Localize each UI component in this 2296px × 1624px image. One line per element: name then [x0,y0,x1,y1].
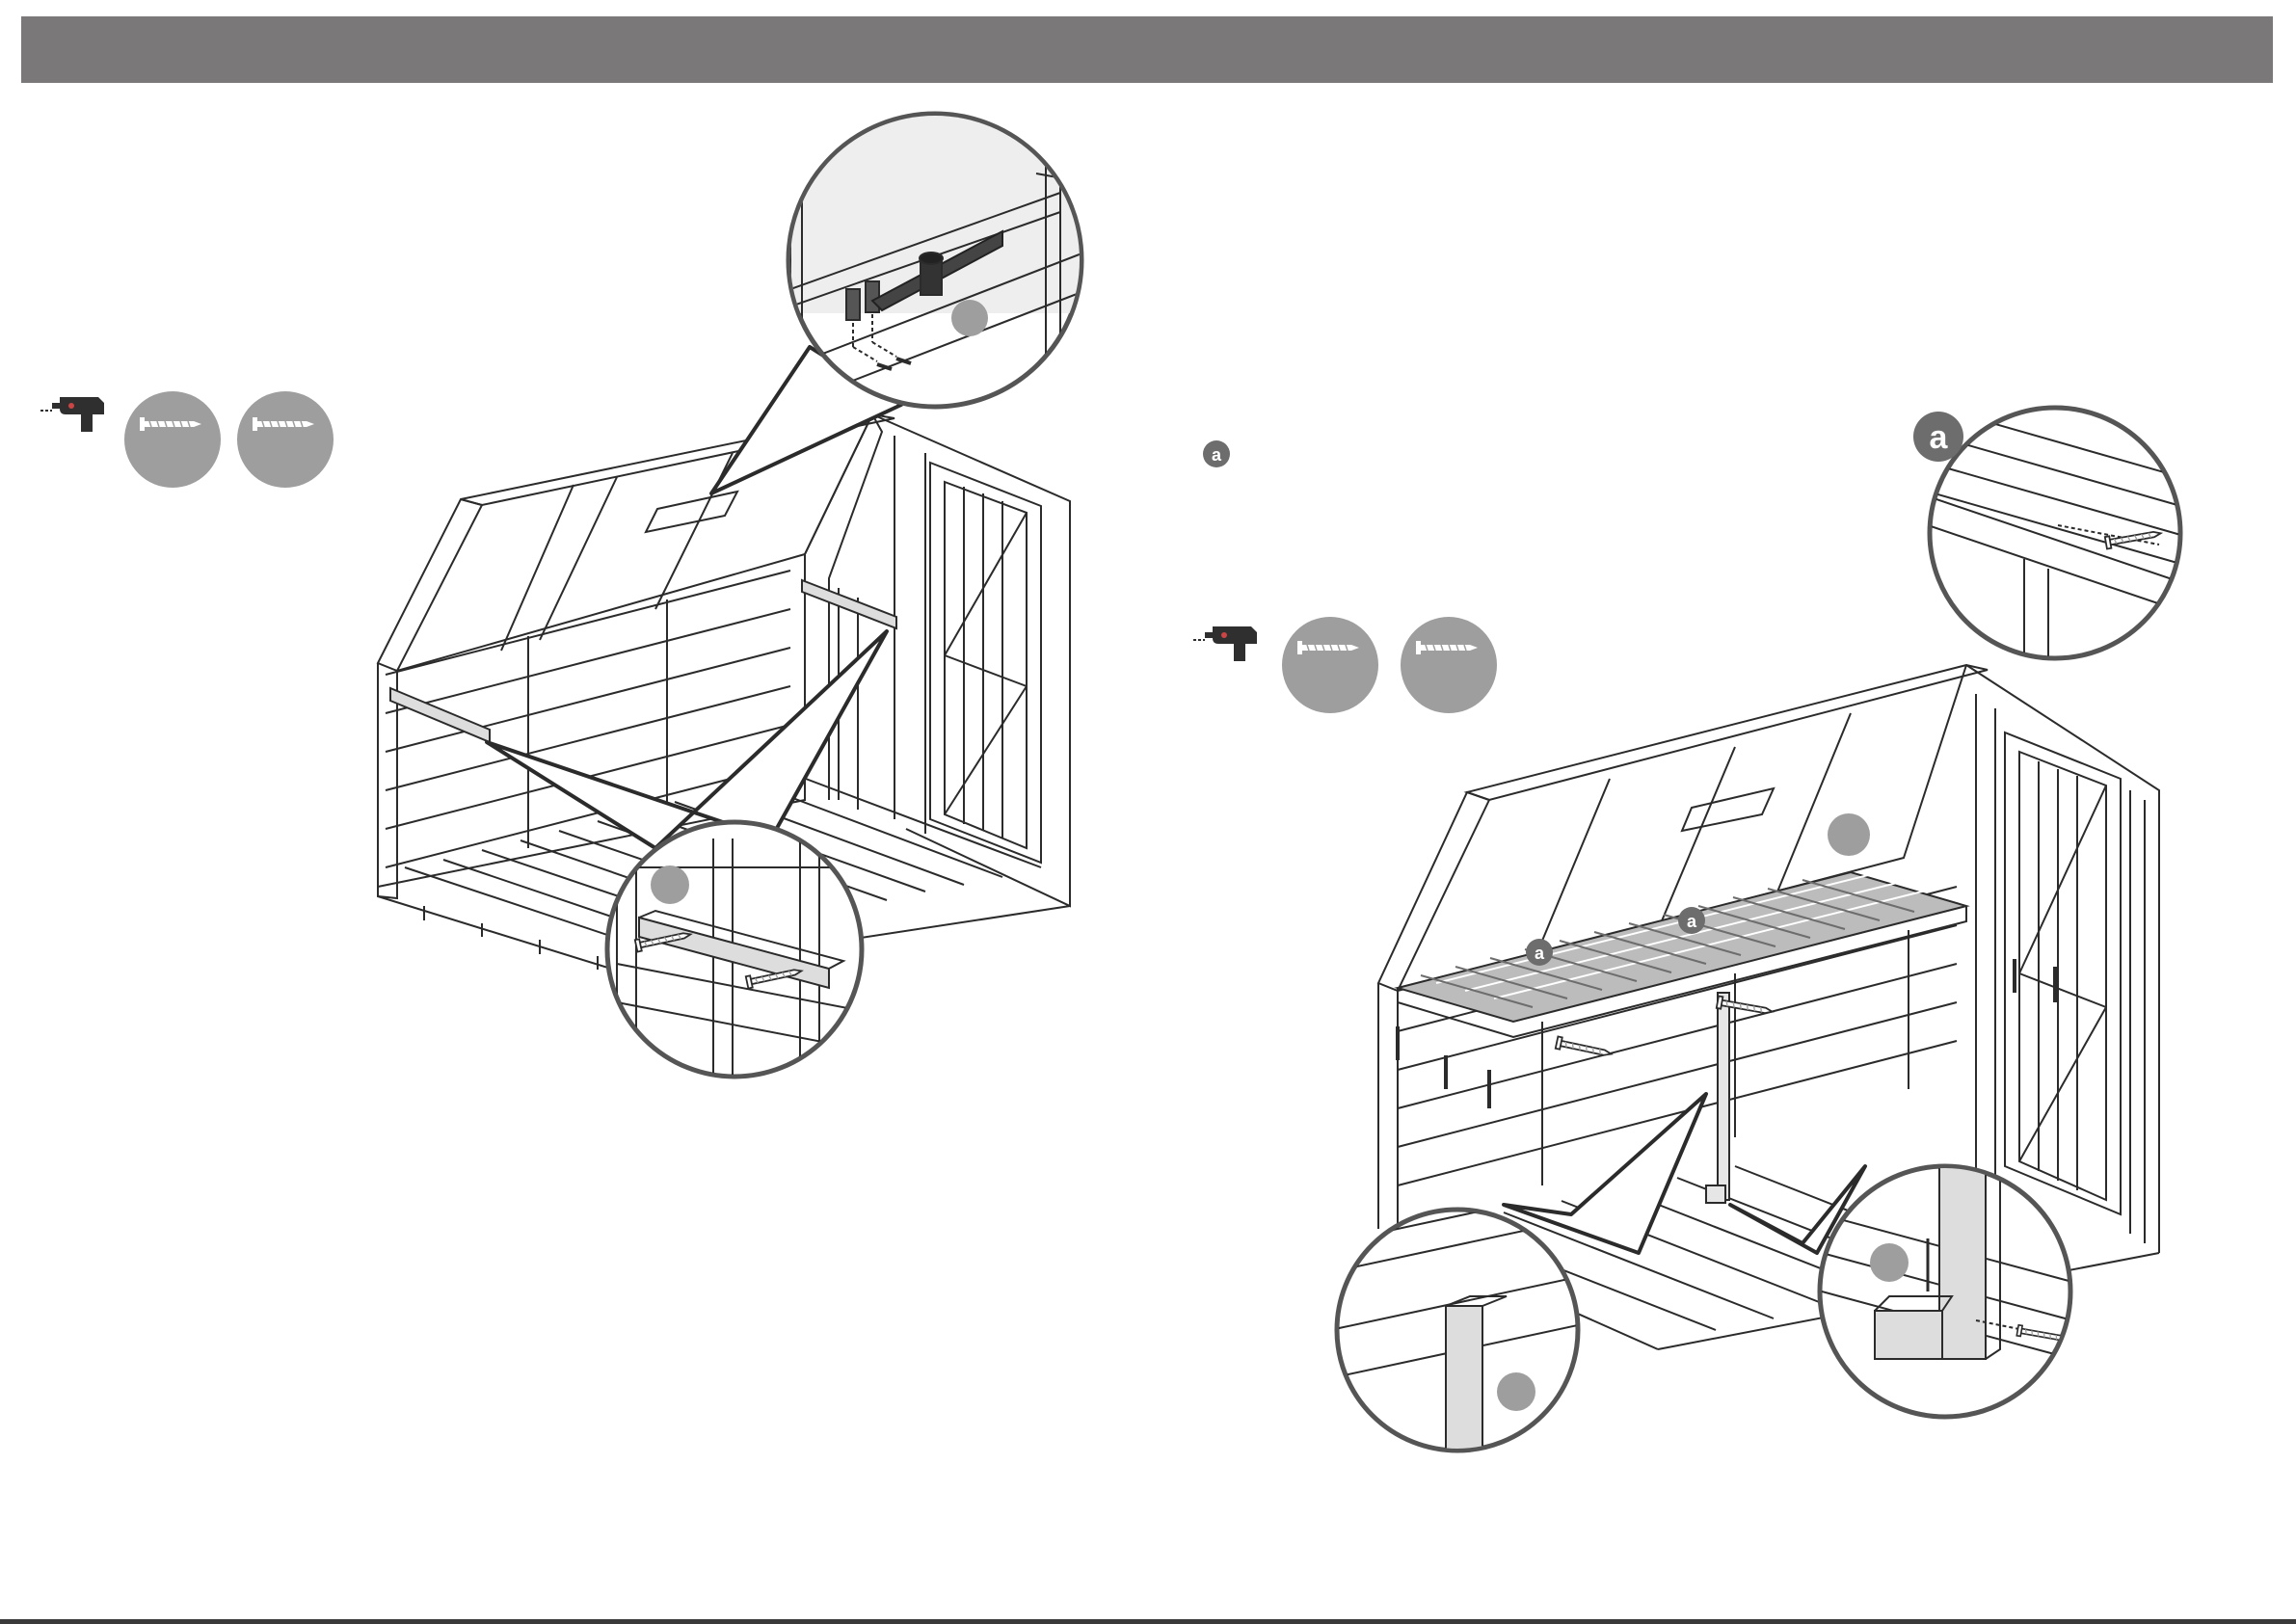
part-marker-label: a [1212,445,1222,465]
screw-icon [237,391,334,488]
screw-icon [1282,617,1378,713]
callout-label: a [1930,419,1949,456]
detail-zoom-leg-bottom [1730,1161,2072,1417]
step-left [40,106,1089,1079]
detail-zoom-bench-edge: a [1913,405,2198,694]
detail-zoom-leg-top [1330,1094,1706,1479]
detail-zoom-top [711,106,1089,493]
step-marker [1828,813,1870,856]
callout-label: a [1535,944,1545,963]
drill-icon [40,397,104,432]
drill-icon [1193,626,1257,661]
screw-icon [124,391,221,488]
screw-icon [1401,617,1497,713]
callout-label: a [1687,912,1697,931]
step-right: a [1193,405,2198,1479]
